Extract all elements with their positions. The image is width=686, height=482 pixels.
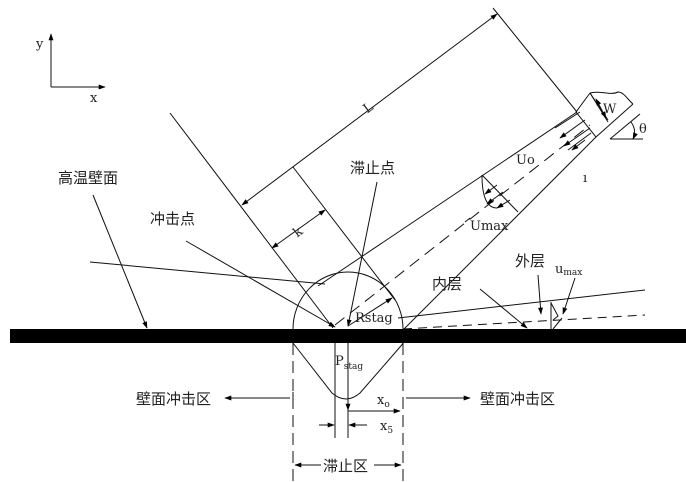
- hot-wall: [10, 329, 686, 343]
- outer-layer-leader: [537, 274, 543, 315]
- coordinate-axes: y x: [35, 33, 106, 106]
- stagnation-semicircle: [292, 271, 404, 330]
- wall-impact-zone-right-label: 壁面冲击区: [480, 390, 555, 408]
- wall-jet-profile: [550, 302, 563, 330]
- x-axis-label: x: [90, 91, 98, 106]
- nozzle: W: [575, 91, 634, 138]
- u-max-leader: [562, 277, 576, 315]
- inner-layer-boundary: [402, 314, 646, 330]
- x0-label: xo: [377, 393, 390, 410]
- nozzle-extension-line: [492, 7, 578, 113]
- theta-angle: θ: [609, 113, 647, 140]
- nozzle-break-line: [589, 91, 634, 105]
- inner-layer-label: 内层: [432, 275, 462, 293]
- Pstag-label: Pstag: [335, 354, 363, 372]
- L-dimension: [241, 13, 498, 206]
- Rstag-arrow: [347, 297, 393, 327]
- k-dimension: [271, 209, 326, 249]
- Umax-label: Umax: [470, 219, 509, 234]
- hot-wall-leader: [92, 194, 148, 329]
- wall-impact-zone-left-label: 壁面冲击区: [136, 390, 211, 408]
- x5-label: x5: [380, 419, 393, 436]
- jet-lower-boundary: [402, 136, 597, 331]
- impact-point-label: 冲击点: [150, 210, 195, 228]
- stagnation-zone-label: 滞止区: [323, 457, 368, 475]
- perpendicular-line-2: [292, 166, 396, 301]
- jet-centerline: [334, 124, 591, 326]
- Rstag-label: Rstag: [355, 311, 393, 326]
- W-label: W: [603, 102, 617, 117]
- pressure-distribution-curve: [292, 342, 404, 400]
- umax-velocity-profile: [481, 174, 519, 213]
- jet-upper-boundary: [317, 111, 578, 287]
- W-dimension: [595, 98, 607, 119]
- free-line: [89, 261, 326, 285]
- tick-mark: ı: [583, 171, 587, 186]
- outer-layer-boundary: [397, 289, 646, 319]
- theta-label: θ: [639, 122, 647, 137]
- u-max-label: umax: [555, 262, 582, 278]
- nozzle-velocity-arrows: [554, 111, 592, 151]
- k-label: k: [291, 224, 306, 241]
- y-axis-label: y: [35, 37, 44, 52]
- inner-layer-leader: [479, 288, 528, 329]
- outer-layer-label: 外层: [515, 252, 545, 270]
- hot-wall-label: 高温壁面: [58, 169, 118, 187]
- impact-point-leader: [185, 240, 336, 328]
- stagnation-point-leader: [346, 181, 378, 327]
- Uo-label: Uo: [516, 153, 535, 168]
- stagnation-point-label: 滞止点: [350, 159, 395, 177]
